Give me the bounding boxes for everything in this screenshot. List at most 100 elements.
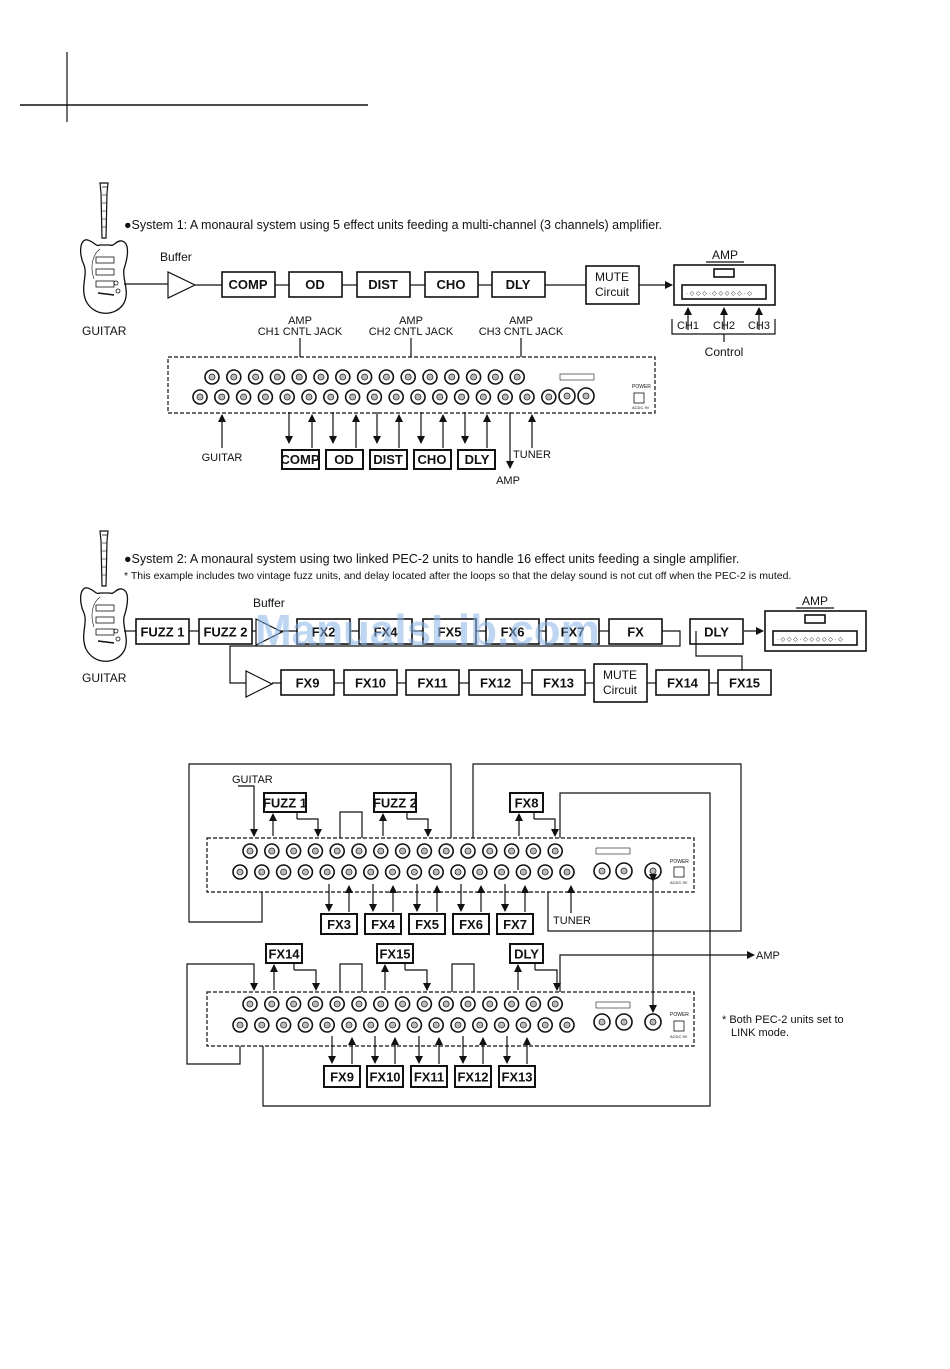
pec2-rear-panel-bottom: POWER ACDC 9V bbox=[206, 991, 695, 1047]
wt-top-jack-core-12 bbox=[508, 847, 516, 855]
s1-mute-line2: Circuit bbox=[595, 285, 630, 299]
svg-text:POWER: POWER bbox=[670, 1012, 689, 1018]
wb-below-box-0 bbox=[323, 1065, 361, 1088]
wt-top-jack-core-5 bbox=[355, 847, 363, 855]
s2-row2-box-4 bbox=[531, 669, 586, 696]
s1-cntl-amp-1: AMP bbox=[288, 315, 312, 327]
wt-top-jack-core-3 bbox=[311, 847, 319, 855]
s1-panel-guitar-label: GUITAR bbox=[202, 452, 243, 464]
s1-top-jack-core-12 bbox=[470, 373, 478, 381]
s1-ch3-label: CH3 bbox=[748, 320, 770, 332]
s1-top-jack-core-1 bbox=[230, 373, 238, 381]
wb-bot-jack-core-6 bbox=[367, 1021, 375, 1029]
wb-bot-jack-core-11 bbox=[476, 1021, 484, 1029]
s1-box-dist-label: DIST bbox=[368, 277, 398, 292]
wb-below-box-3 bbox=[454, 1065, 492, 1088]
svg-text:ACDC 9V: ACDC 9V bbox=[670, 1034, 688, 1039]
s1-top-jack-core-3 bbox=[273, 373, 281, 381]
wt-top-jack-core-13 bbox=[530, 847, 537, 855]
pec2-rear-panel-top: POWER ACDC 9V bbox=[206, 837, 695, 893]
s2-row1-box-5 bbox=[485, 618, 540, 645]
s2-row1-box-7 bbox=[608, 618, 663, 645]
wt-bot-jack-core-6 bbox=[367, 868, 375, 876]
wt-bot-jack-core-8 bbox=[410, 868, 418, 876]
s1-box-cho bbox=[424, 271, 479, 298]
s1-box-comp bbox=[221, 271, 276, 298]
s1-buffer-label: Buffer bbox=[160, 250, 192, 264]
s1-top-jack-core-4 bbox=[295, 373, 303, 381]
link-note-line1: * Both PEC-2 units set to bbox=[722, 1014, 844, 1026]
s2-buffer-label: Buffer bbox=[253, 596, 285, 610]
wb-above-box-1-label: FX15 bbox=[379, 947, 410, 962]
wb-top-jack-core-0 bbox=[246, 1000, 254, 1008]
s1-amp: AMP · ◇ ◇ ◇ · ◇ ◇ ◇ ◇ ◇ · ◇ bbox=[673, 248, 776, 306]
wt-top-jack-core-14 bbox=[551, 847, 559, 855]
wb-bot-jack-core-7 bbox=[389, 1021, 397, 1029]
s2-row1-box-8 bbox=[689, 618, 744, 645]
s1-bot-jack-core-8 bbox=[370, 393, 378, 401]
wb-bot-jack-core-13 bbox=[520, 1021, 527, 1029]
s2-amp: AMP · ◇ ◇ ◇ · ◇ ◇ ◇ ◇ ◇ · ◇ bbox=[764, 594, 867, 652]
s2-note: * This example includes two vintage fuzz… bbox=[124, 570, 791, 582]
s1-panel-effects: COMP OD DIST CHO DLY bbox=[281, 412, 496, 470]
s1-top-jack-core-9 bbox=[404, 373, 412, 381]
wt-bot-jack-core-13 bbox=[520, 868, 527, 876]
wt-above-box-0-label: FUZZ 1 bbox=[263, 796, 307, 811]
s2-row1-box-3-label: FX4 bbox=[374, 625, 399, 640]
wt-bot-jack-core-14 bbox=[541, 868, 549, 876]
wt-top-jack-core-10 bbox=[464, 847, 472, 855]
watermark: ManualsLib.com bbox=[255, 606, 600, 655]
s1-ch1-label: CH1 bbox=[677, 320, 699, 332]
wt-bot-jack-core-12 bbox=[498, 868, 506, 876]
svg-text:· ◇ ◇ ◇ · ◇ ◇ ◇ ◇ ◇ · ◇: · ◇ ◇ ◇ · ◇ ◇ ◇ ◇ ◇ · ◇ bbox=[777, 637, 843, 643]
wb-above-box-1 bbox=[376, 943, 414, 964]
s1-top-jack-core-7 bbox=[361, 373, 369, 381]
s1-tuner-label: TUNER bbox=[513, 449, 551, 461]
wt-bot-jack-core-11 bbox=[476, 868, 484, 876]
wb-above-box-2-label: DLY bbox=[514, 947, 539, 962]
s1-panel-box-cho bbox=[413, 449, 452, 470]
s1-amp-out-label: AMP bbox=[496, 475, 520, 487]
wt-top-jack-core-6 bbox=[377, 847, 385, 855]
s1-bot-jack-core-2 bbox=[240, 393, 248, 401]
s1-amp-label: AMP bbox=[712, 248, 738, 262]
wb-top-jack-core-10 bbox=[464, 1000, 472, 1008]
wb-below-box-0-label: FX9 bbox=[330, 1070, 354, 1085]
wt-below-box-2-label: FX5 bbox=[415, 917, 439, 932]
wt-bot-jack-core-4 bbox=[323, 868, 331, 876]
wb-above-box-2 bbox=[509, 943, 544, 964]
wt-below-box-1 bbox=[364, 913, 402, 935]
s1-bot-jack-core-14 bbox=[501, 393, 509, 401]
wb-bot-jack-core-0 bbox=[236, 1021, 244, 1029]
wt-bot-jack-core-2 bbox=[280, 868, 288, 876]
s1-bot-jack-core-11 bbox=[436, 393, 444, 401]
s1-top-jack-core-11 bbox=[448, 373, 456, 381]
s2-row2-box-4-label: FX13 bbox=[543, 676, 574, 691]
link-note-line2: LINK mode. bbox=[731, 1027, 789, 1039]
wb-top-jack-core-11 bbox=[486, 1000, 494, 1008]
wt-bot-jack-core-5 bbox=[345, 868, 353, 876]
s1-chain: COMP OD DIST CHO DLY bbox=[221, 271, 546, 298]
wb-bot-jack-core-15 bbox=[563, 1021, 571, 1029]
s1-bot-jack-core-9 bbox=[392, 393, 400, 401]
s2-mute-box bbox=[593, 663, 648, 703]
svg-text:ACDC 9V: ACDC 9V bbox=[632, 405, 650, 410]
wt-bot-jack-core-9 bbox=[432, 868, 440, 876]
wb-bot-jack-core-3 bbox=[301, 1021, 309, 1029]
wt-below-box-1-label: FX4 bbox=[371, 917, 396, 932]
s1-bot-jack-core-13 bbox=[479, 393, 487, 401]
wt-below-box-3-label: FX6 bbox=[459, 917, 483, 932]
svg-text:ACDC 9V: ACDC 9V bbox=[670, 880, 688, 885]
s1-guitar-label: GUITAR bbox=[82, 324, 127, 338]
s1-panel-box-dist bbox=[369, 449, 408, 470]
s1-top-jack-core-0 bbox=[208, 373, 216, 381]
wt-top-jack-core-11 bbox=[486, 847, 494, 855]
s2-row1-box-7-label: FX bbox=[627, 625, 644, 640]
s1-bot-jack-core-6 bbox=[327, 393, 335, 401]
wb-top-jack-core-7 bbox=[399, 1000, 407, 1008]
s2-mute-line1: MUTE bbox=[603, 668, 637, 682]
s1-ch2-label: CH2 bbox=[713, 320, 735, 332]
s2-row2-box-6-label: FX15 bbox=[729, 676, 760, 691]
